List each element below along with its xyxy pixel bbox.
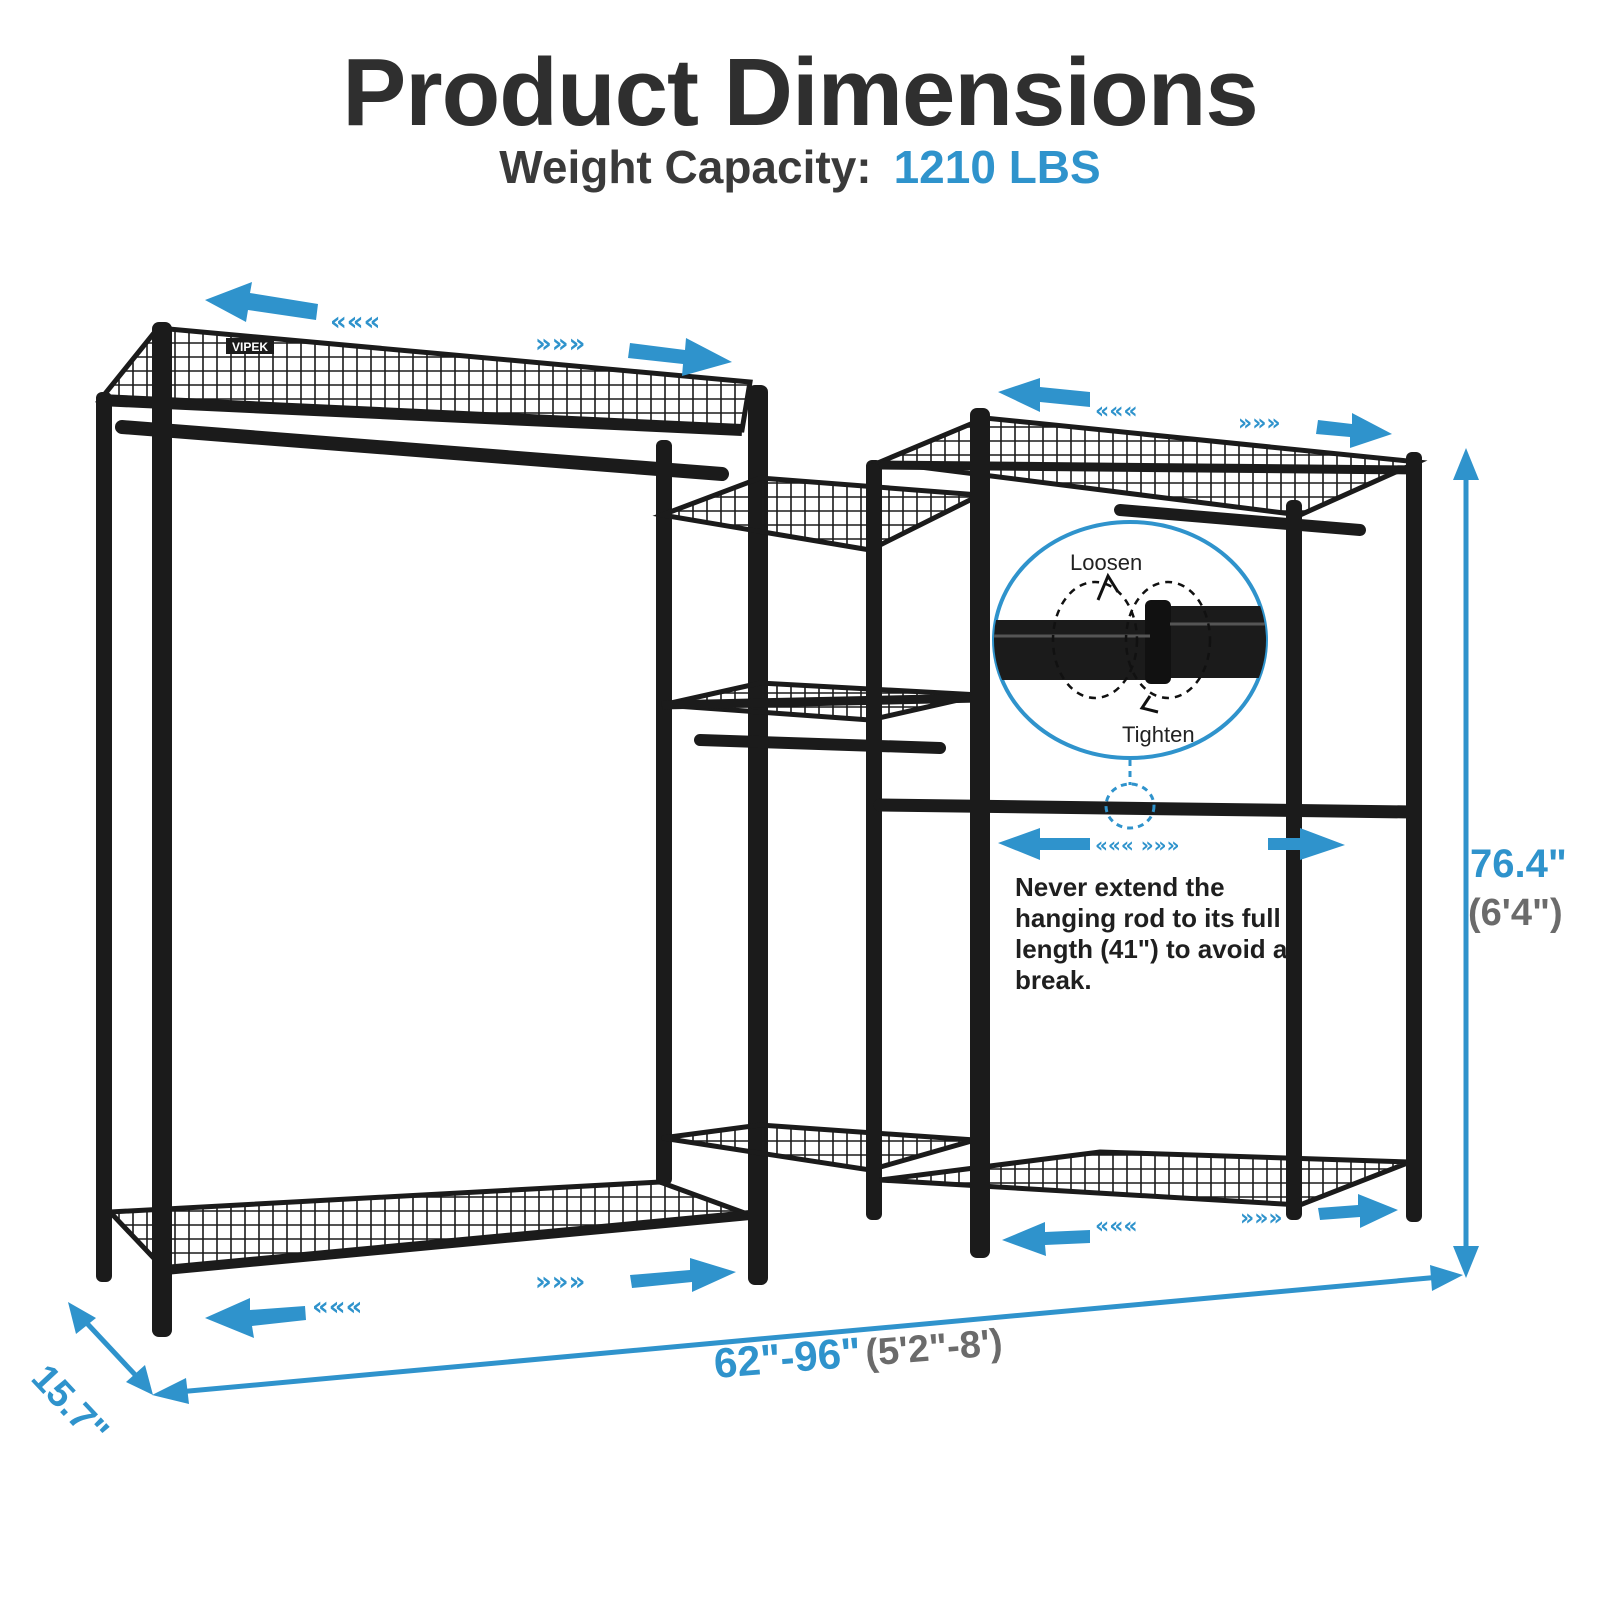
adjust-arrows: ««« »»» ««« »»» ««« »»» ««« »»» ««« »»» (205, 282, 1398, 1338)
tighten-arrow-icon (1139, 695, 1159, 714)
post (656, 440, 672, 1185)
right-wardrobe-unit (870, 408, 1428, 1258)
arrow-left-icon (1002, 1222, 1090, 1256)
arrow-down-icon (1453, 1246, 1479, 1278)
left-hanging-rod (115, 420, 729, 481)
rotate-icon (1051, 580, 1139, 700)
weight-capacity: Weight Capacity: 1210 LBS (0, 140, 1600, 194)
height-value: 76.4" (1470, 842, 1567, 886)
width-dimension-line (177, 1274, 1441, 1395)
chevrons-right-icon: »»» (535, 1267, 585, 1297)
post (970, 408, 990, 1258)
arrow-down-icon (126, 1365, 153, 1395)
post (96, 392, 112, 1282)
rod-joint-marker (1104, 782, 1156, 830)
arrow-right-icon (1430, 1265, 1463, 1291)
loosen-arrow-icon (1096, 572, 1120, 601)
post (1286, 500, 1302, 1220)
left-wardrobe-unit: VIPEK (94, 322, 768, 1337)
middle-top-shelf (652, 475, 990, 553)
arrow-right-icon (1318, 1194, 1398, 1228)
post (748, 385, 768, 1285)
arrow-left-icon (998, 828, 1090, 860)
arrow-right-icon (1268, 828, 1345, 860)
right-top-hanging-rod (1114, 504, 1366, 536)
rotate-icon (1124, 580, 1212, 700)
chevrons-left-icon: ««« (330, 307, 380, 337)
capacity-value: 1210 LBS (893, 141, 1101, 193)
right-hanging-rod (873, 798, 1419, 819)
arrow-right-icon (628, 338, 732, 376)
right-bottom-shelf (879, 1149, 1411, 1208)
brand-label: VIPEK (232, 340, 268, 354)
arrow-right-icon (1316, 413, 1392, 448)
chevrons-both-icon: ««« »»» (1095, 833, 1179, 857)
arrow-left-icon (998, 378, 1090, 412)
depth-dimension-line (80, 1316, 142, 1382)
middle-shelf-unit (652, 460, 990, 1220)
tighten-label: Tighten (1122, 722, 1195, 747)
loosen-label: Loosen (1070, 550, 1143, 575)
arrow-up-icon (68, 1302, 96, 1334)
middle-bottom-shelf (661, 1122, 976, 1173)
arrow-left-icon (205, 1298, 306, 1338)
middle-hanging-rod (694, 734, 946, 754)
rod-extension-warning: Never extend the hanging rod to its full… (1015, 872, 1288, 995)
arrow-left-icon (152, 1378, 189, 1404)
chevrons-left-icon: ««« (312, 1292, 362, 1322)
chevrons-right-icon: »»» (535, 329, 585, 359)
arrow-right-icon (630, 1258, 736, 1292)
post (1406, 452, 1422, 1222)
post (152, 322, 172, 1337)
chevrons-right-icon: »»» (1238, 411, 1281, 436)
arrow-left-icon (205, 282, 318, 322)
arrow-up-icon (1453, 448, 1479, 480)
chevrons-left-icon: ««« (1095, 1214, 1138, 1239)
chevrons-right-icon: »»» (1240, 1206, 1283, 1231)
page-title: Product Dimensions (342, 39, 1258, 146)
post (866, 460, 882, 1220)
height-value-feet: (6'4") (1468, 892, 1563, 934)
rod-detail-inset (992, 520, 1268, 830)
dimension-lines (68, 448, 1479, 1404)
chevrons-left-icon: ««« (1095, 399, 1138, 424)
capacity-label: Weight Capacity: (499, 141, 872, 193)
